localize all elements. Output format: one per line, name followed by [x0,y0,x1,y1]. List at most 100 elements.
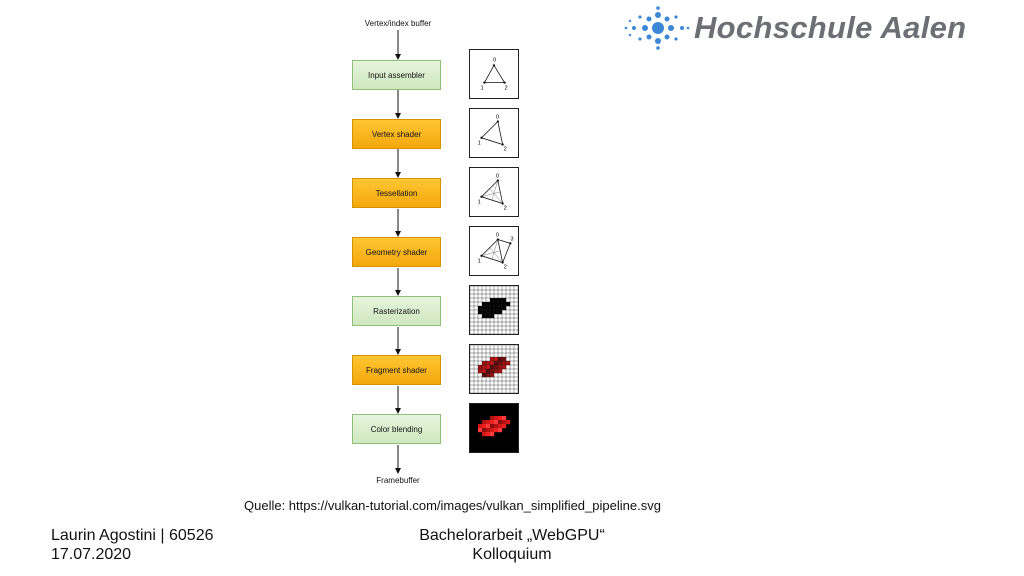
pixel-cell [498,420,503,425]
vertex-label: 0 [496,174,499,180]
footer-thesis: Bachelorarbeit „WebGPU“ [419,527,605,544]
footer-title-block: Bachelorarbeit „WebGPU“ Kolloquium [392,526,632,564]
pixel-cell [490,361,495,366]
pixel-cell [482,302,487,307]
pixel-cell [494,310,499,315]
pixel-cell [490,428,495,433]
pixel-cell [478,306,483,311]
footer-date: 17.07.2020 [51,546,132,563]
pixel-cell [498,428,503,433]
output-label: Framebuffer [376,476,420,485]
pixel-cell [490,416,495,421]
pixel-cell [490,424,495,429]
vertex-label: 2 [504,146,507,152]
pixel-cell [498,424,503,429]
logo-star-icon [624,6,690,50]
pixel-cell [494,361,499,366]
stage-input-assembler: Input assembler [352,60,441,90]
pixel-cell [506,361,511,366]
stage-label: Geometry shader [365,247,428,257]
pixel-cell [486,361,491,366]
pixel-cell [486,310,491,315]
stage-color-blending: Color blending [352,414,441,444]
pixel-cell [482,365,487,370]
vertex-label: 1 [481,85,484,91]
vertex-label: 0 [496,115,499,121]
vertex-label: 1 [478,141,481,147]
pixel-cell [506,302,511,307]
pixel-cell [486,314,491,319]
pixel-cell [502,365,507,370]
footer-author: Laurin Agostini | 60526 [51,527,214,544]
vertex-label: 1 [478,200,481,206]
pixel-cell [490,314,495,319]
pixel-cell [502,298,507,303]
pixel-cell [482,373,487,378]
thumb-fragment-shader [469,344,519,394]
tessellated-triangle-icon: 0 1 2 [478,174,507,212]
stage-rasterization: Rasterization [352,296,441,326]
pixel-cell [478,424,483,429]
pixel-cell [490,420,495,425]
pixel-cell [478,310,483,315]
thumb-tessellation: 0 1 2 [469,167,519,217]
stage-fragment-shader: Fragment shader [352,355,441,385]
blended-pixels-icon [470,404,518,452]
pixel-cell [498,365,503,370]
pixel-cell [494,306,499,311]
university-logo [620,4,1020,54]
pixel-cell [494,298,499,303]
stage-label: Fragment shader [366,365,427,375]
pixel-cell [486,432,491,437]
footer-event: Kolloquium [472,546,552,563]
vertex-label: 3 [510,236,513,242]
stage-label: Input assembler [368,70,425,80]
vertex-label: 0 [493,58,496,64]
vertex-label: 2 [504,264,507,270]
pixel-cell [502,306,507,311]
stage-geometry-shader: Geometry shader [352,237,441,267]
pixel-cell [490,306,495,311]
pixel-cell [478,428,483,433]
shaded-fragments-icon [470,345,518,393]
logo-text: Hochschule Aalen [694,10,967,45]
pixel-cell [490,310,495,315]
pixel-cell [502,361,507,366]
thumb-input-assembler: 0 1 2 [469,49,519,99]
pixel-cell [486,420,491,425]
pixel-cell [486,306,491,311]
vertex-label: 0 [496,233,499,239]
vertex-label: 2 [504,205,507,211]
pixel-cell [494,302,499,307]
footer-author-block: Laurin Agostini | 60526 17.07.2020 [51,526,214,564]
pipeline-arrows [395,30,401,474]
pixel-cell [498,310,503,315]
pixel-cell [482,424,487,429]
pixel-cell [498,361,503,366]
triangle-points-icon: 0 1 2 [481,58,508,92]
thumb-geometry-shader: 0 1 2 3 [469,226,519,276]
pixel-cell [482,306,487,311]
pixel-cell [502,416,507,421]
transformed-triangle-icon: 0 1 2 [478,115,507,153]
pixel-cell [498,306,503,311]
pixel-cell [486,373,491,378]
pixel-cell [490,365,495,370]
pixel-cell [502,357,507,362]
pixel-cell [482,432,487,437]
pixel-cell [482,420,487,425]
stage-tessellation: Tessellation [352,178,441,208]
pixel-cell [506,420,511,425]
pixel-cell [498,302,503,307]
stage-label: Rasterization [373,306,420,316]
pixel-cell [486,365,491,370]
pixel-cell [498,416,503,421]
pixel-cell [494,357,499,362]
pixel-cell [482,369,487,374]
vertex-label: 1 [478,259,481,265]
pixel-cell [482,310,487,315]
thumb-vertex-shader: 0 1 2 [469,108,519,158]
pixel-cell [498,369,503,374]
pixel-cell [494,416,499,421]
pixel-cell [490,369,495,374]
